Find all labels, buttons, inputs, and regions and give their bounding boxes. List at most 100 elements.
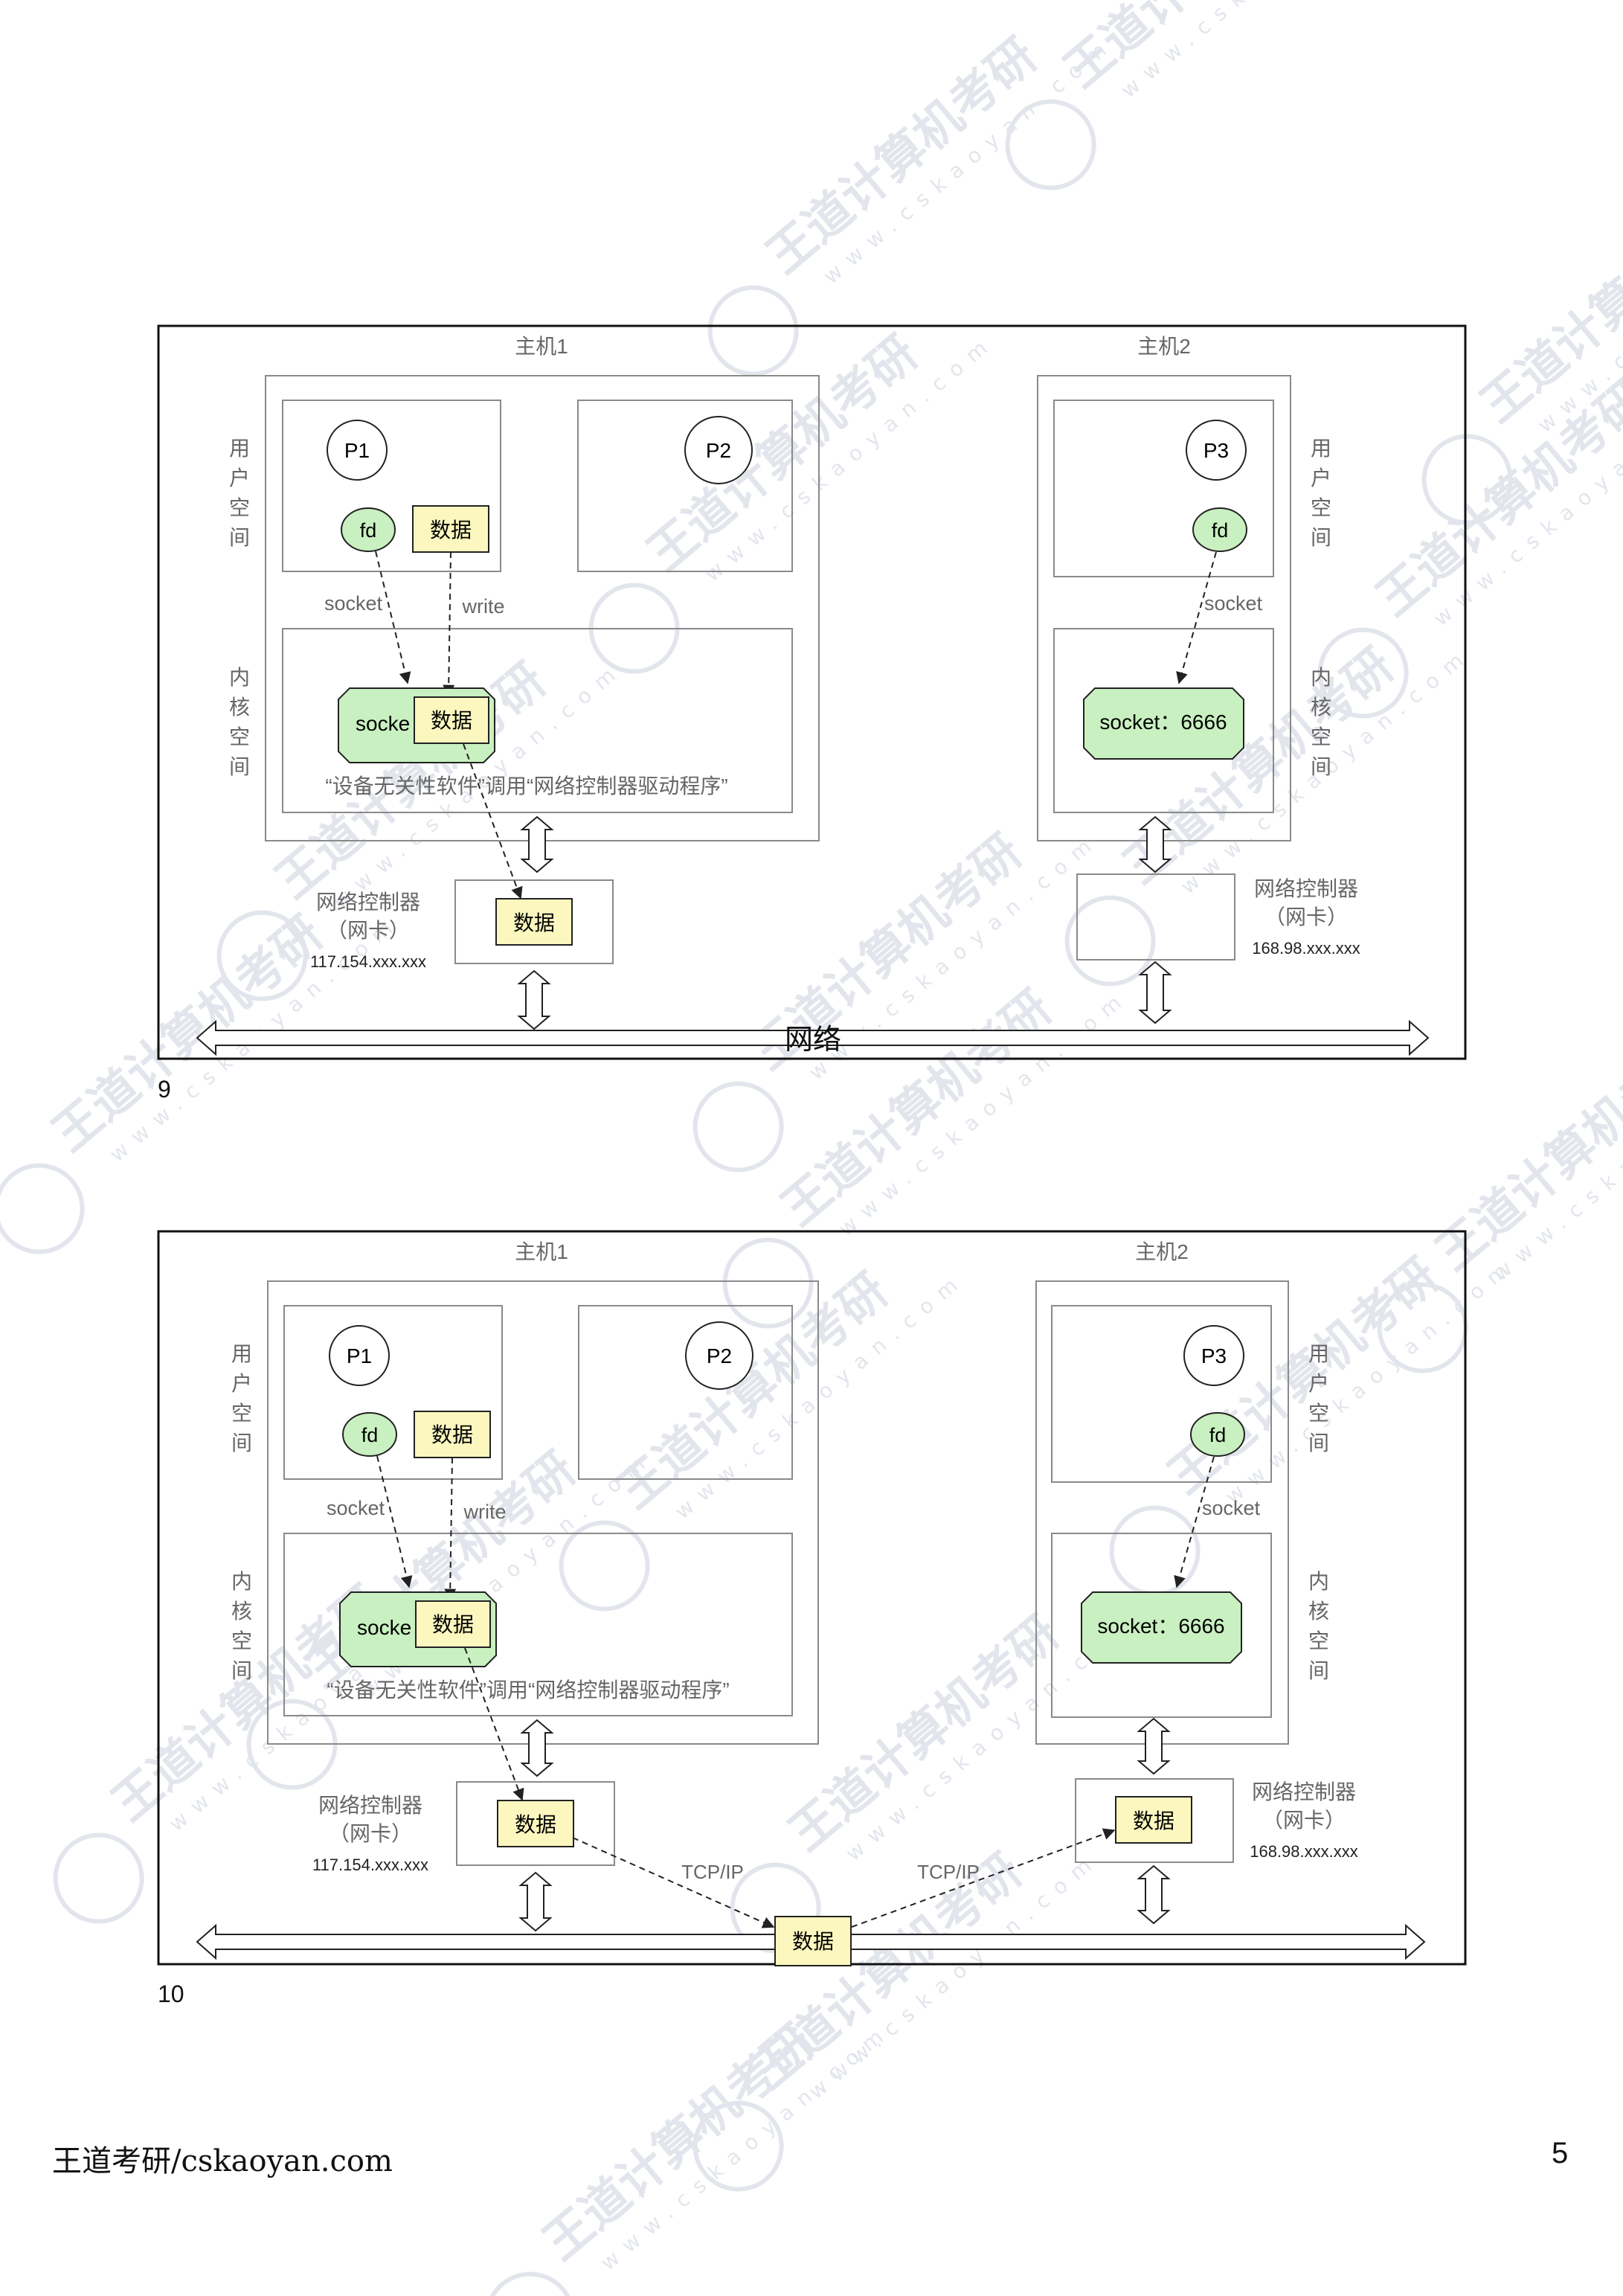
p1-label: P1 <box>347 1344 372 1367</box>
write-call-label: write <box>461 595 504 618</box>
network-bus <box>196 1019 1430 1056</box>
nic-right-ip: 168.98.xxx.xxx <box>1252 939 1360 958</box>
data-to-socket-arrow <box>444 1457 457 1601</box>
p1-user-box <box>282 400 501 572</box>
fd-right <box>1192 507 1247 552</box>
svg-text:空: 空 <box>229 725 250 748</box>
fd-to-socket-arrow <box>376 1455 413 1588</box>
figure-10: 主机1 主机2 用 户 空 间 内 核 空 间 P1 P2 fd 数据 sock… <box>157 1230 1467 1966</box>
svg-text:用: 用 <box>229 437 250 460</box>
p1-process <box>329 1325 390 1386</box>
p2-user-box <box>578 1305 793 1480</box>
svg-text:户: 户 <box>1308 1372 1329 1395</box>
tcp-left-label: TCP/IP <box>681 1861 744 1883</box>
p2-process <box>685 1321 753 1390</box>
user-space-label-right: 用 户 空 间 <box>1311 437 1331 549</box>
svg-text:空: 空 <box>231 1629 252 1652</box>
nic-left-data-label: 数据 <box>513 911 555 934</box>
socket-right-label: socket：6666 <box>1099 711 1227 734</box>
host2-nic-double-arrow <box>1137 1717 1171 1775</box>
nic-left-sub: （网卡） <box>329 1822 412 1845</box>
user-space-label-left: 用 户 空 间 <box>229 437 250 549</box>
driver-note: “设备无关性软件”调用“网络控制器驱动程序” <box>325 775 727 798</box>
nic-right-ip: 168.98.xxx.xxx <box>1250 1842 1358 1861</box>
host1-nic-double-arrow <box>520 815 554 873</box>
svg-text:空: 空 <box>1311 496 1331 519</box>
svg-text:用: 用 <box>1311 437 1331 460</box>
nic-right-sub: （网卡） <box>1262 1809 1346 1832</box>
p3-user-box <box>1053 400 1274 577</box>
host1-nic-double-arrow <box>520 1719 554 1777</box>
p3-process <box>1186 420 1247 481</box>
svg-text:空: 空 <box>231 1402 252 1425</box>
nic-left-network-double-arrow <box>517 969 551 1030</box>
host1-kernel-box <box>283 1533 793 1716</box>
nic-left-data-box <box>495 898 573 946</box>
host2-kernel-box <box>1053 628 1274 813</box>
watermark-brand: 王道计算机考研 <box>608 1263 899 1520</box>
svg-text:间: 间 <box>231 1431 252 1455</box>
svg-text:间: 间 <box>1308 1431 1329 1455</box>
p3-process <box>1183 1325 1244 1386</box>
data-to-socket-arrow <box>443 551 455 697</box>
svg-text:间: 间 <box>1308 1659 1329 1682</box>
svg-text:核: 核 <box>1308 1600 1329 1623</box>
socket-call-label: socket <box>327 1497 385 1519</box>
nic-right-sub: （网卡） <box>1264 905 1348 929</box>
socket-left-label: socke <box>356 712 410 735</box>
fd-left-label: fd <box>361 1424 379 1446</box>
socket-right-box <box>1081 1591 1242 1664</box>
nic-left-ip: 117.154.xxx.xxx <box>312 1856 428 1874</box>
host1-kernel-box <box>282 628 793 813</box>
page-number: 5 <box>1552 2137 1569 2170</box>
figure-number-9: 9 <box>158 1076 171 1103</box>
p1-process <box>327 420 388 481</box>
host2-title: 主机2 <box>1137 335 1191 358</box>
svg-text:空: 空 <box>1311 725 1331 748</box>
nic-left-data-label: 数据 <box>515 1813 556 1836</box>
p2-label: P2 <box>706 439 731 462</box>
svg-text:户: 户 <box>1311 466 1331 490</box>
fd-left <box>341 507 396 552</box>
host1-title: 主机1 <box>515 1240 568 1263</box>
nic-right-data-box <box>1115 1796 1192 1844</box>
nic-right-data-label: 数据 <box>1133 1809 1174 1832</box>
tcp-right-label: TCP/IP <box>917 1861 980 1883</box>
socket-data-label: 数据 <box>431 709 472 732</box>
host2-title: 主机2 <box>1135 1240 1189 1263</box>
p3-label: P3 <box>1203 439 1229 462</box>
svg-text:核: 核 <box>1311 696 1331 719</box>
socket-left-label: socke <box>357 1616 411 1639</box>
socket-right-call-label: socket <box>1204 592 1263 615</box>
fd-left <box>342 1412 397 1457</box>
host1-title: 主机1 <box>515 335 568 358</box>
figure-number-10: 10 <box>158 1981 184 2007</box>
socket-data-label: 数据 <box>432 1613 474 1636</box>
nic-left-network-double-arrow <box>518 1871 553 1932</box>
svg-text:间: 间 <box>231 1659 252 1682</box>
svg-text:空: 空 <box>1308 1629 1329 1652</box>
nic-left-box <box>456 1781 615 1866</box>
svg-text:内: 内 <box>229 666 250 689</box>
host2-kernel-box <box>1051 1533 1272 1718</box>
nic-right-title: 网络控制器 <box>1254 877 1358 900</box>
network-data-box <box>774 1916 852 1966</box>
svg-text:核: 核 <box>229 696 250 719</box>
fd-right-to-socket-arrow <box>1176 551 1217 684</box>
nic-left-sub: （网卡） <box>327 919 410 942</box>
data-user-box <box>412 505 489 553</box>
nic-right-box <box>1076 873 1235 961</box>
nic-right-title: 网络控制器 <box>1252 1780 1356 1803</box>
nic-left-data-box <box>497 1800 574 1847</box>
fd-to-socket-arrow <box>375 551 411 684</box>
socket-data-box <box>414 696 489 744</box>
svg-text:间: 间 <box>1311 755 1331 778</box>
p3-label: P3 <box>1201 1344 1227 1367</box>
figure-frame <box>157 324 1467 1060</box>
svg-text:用: 用 <box>231 1342 252 1365</box>
nic-right-box <box>1075 1778 1234 1863</box>
socket-right-call-label: socket <box>1202 1497 1261 1519</box>
figure-9: 主机1 主机2 用 户 空 间 内 核 空 间 P1 P2 fd <box>157 324 1467 1060</box>
nic-left-ip: 117.154.xxx.xxx <box>310 952 426 971</box>
p1-label: P1 <box>344 439 370 462</box>
